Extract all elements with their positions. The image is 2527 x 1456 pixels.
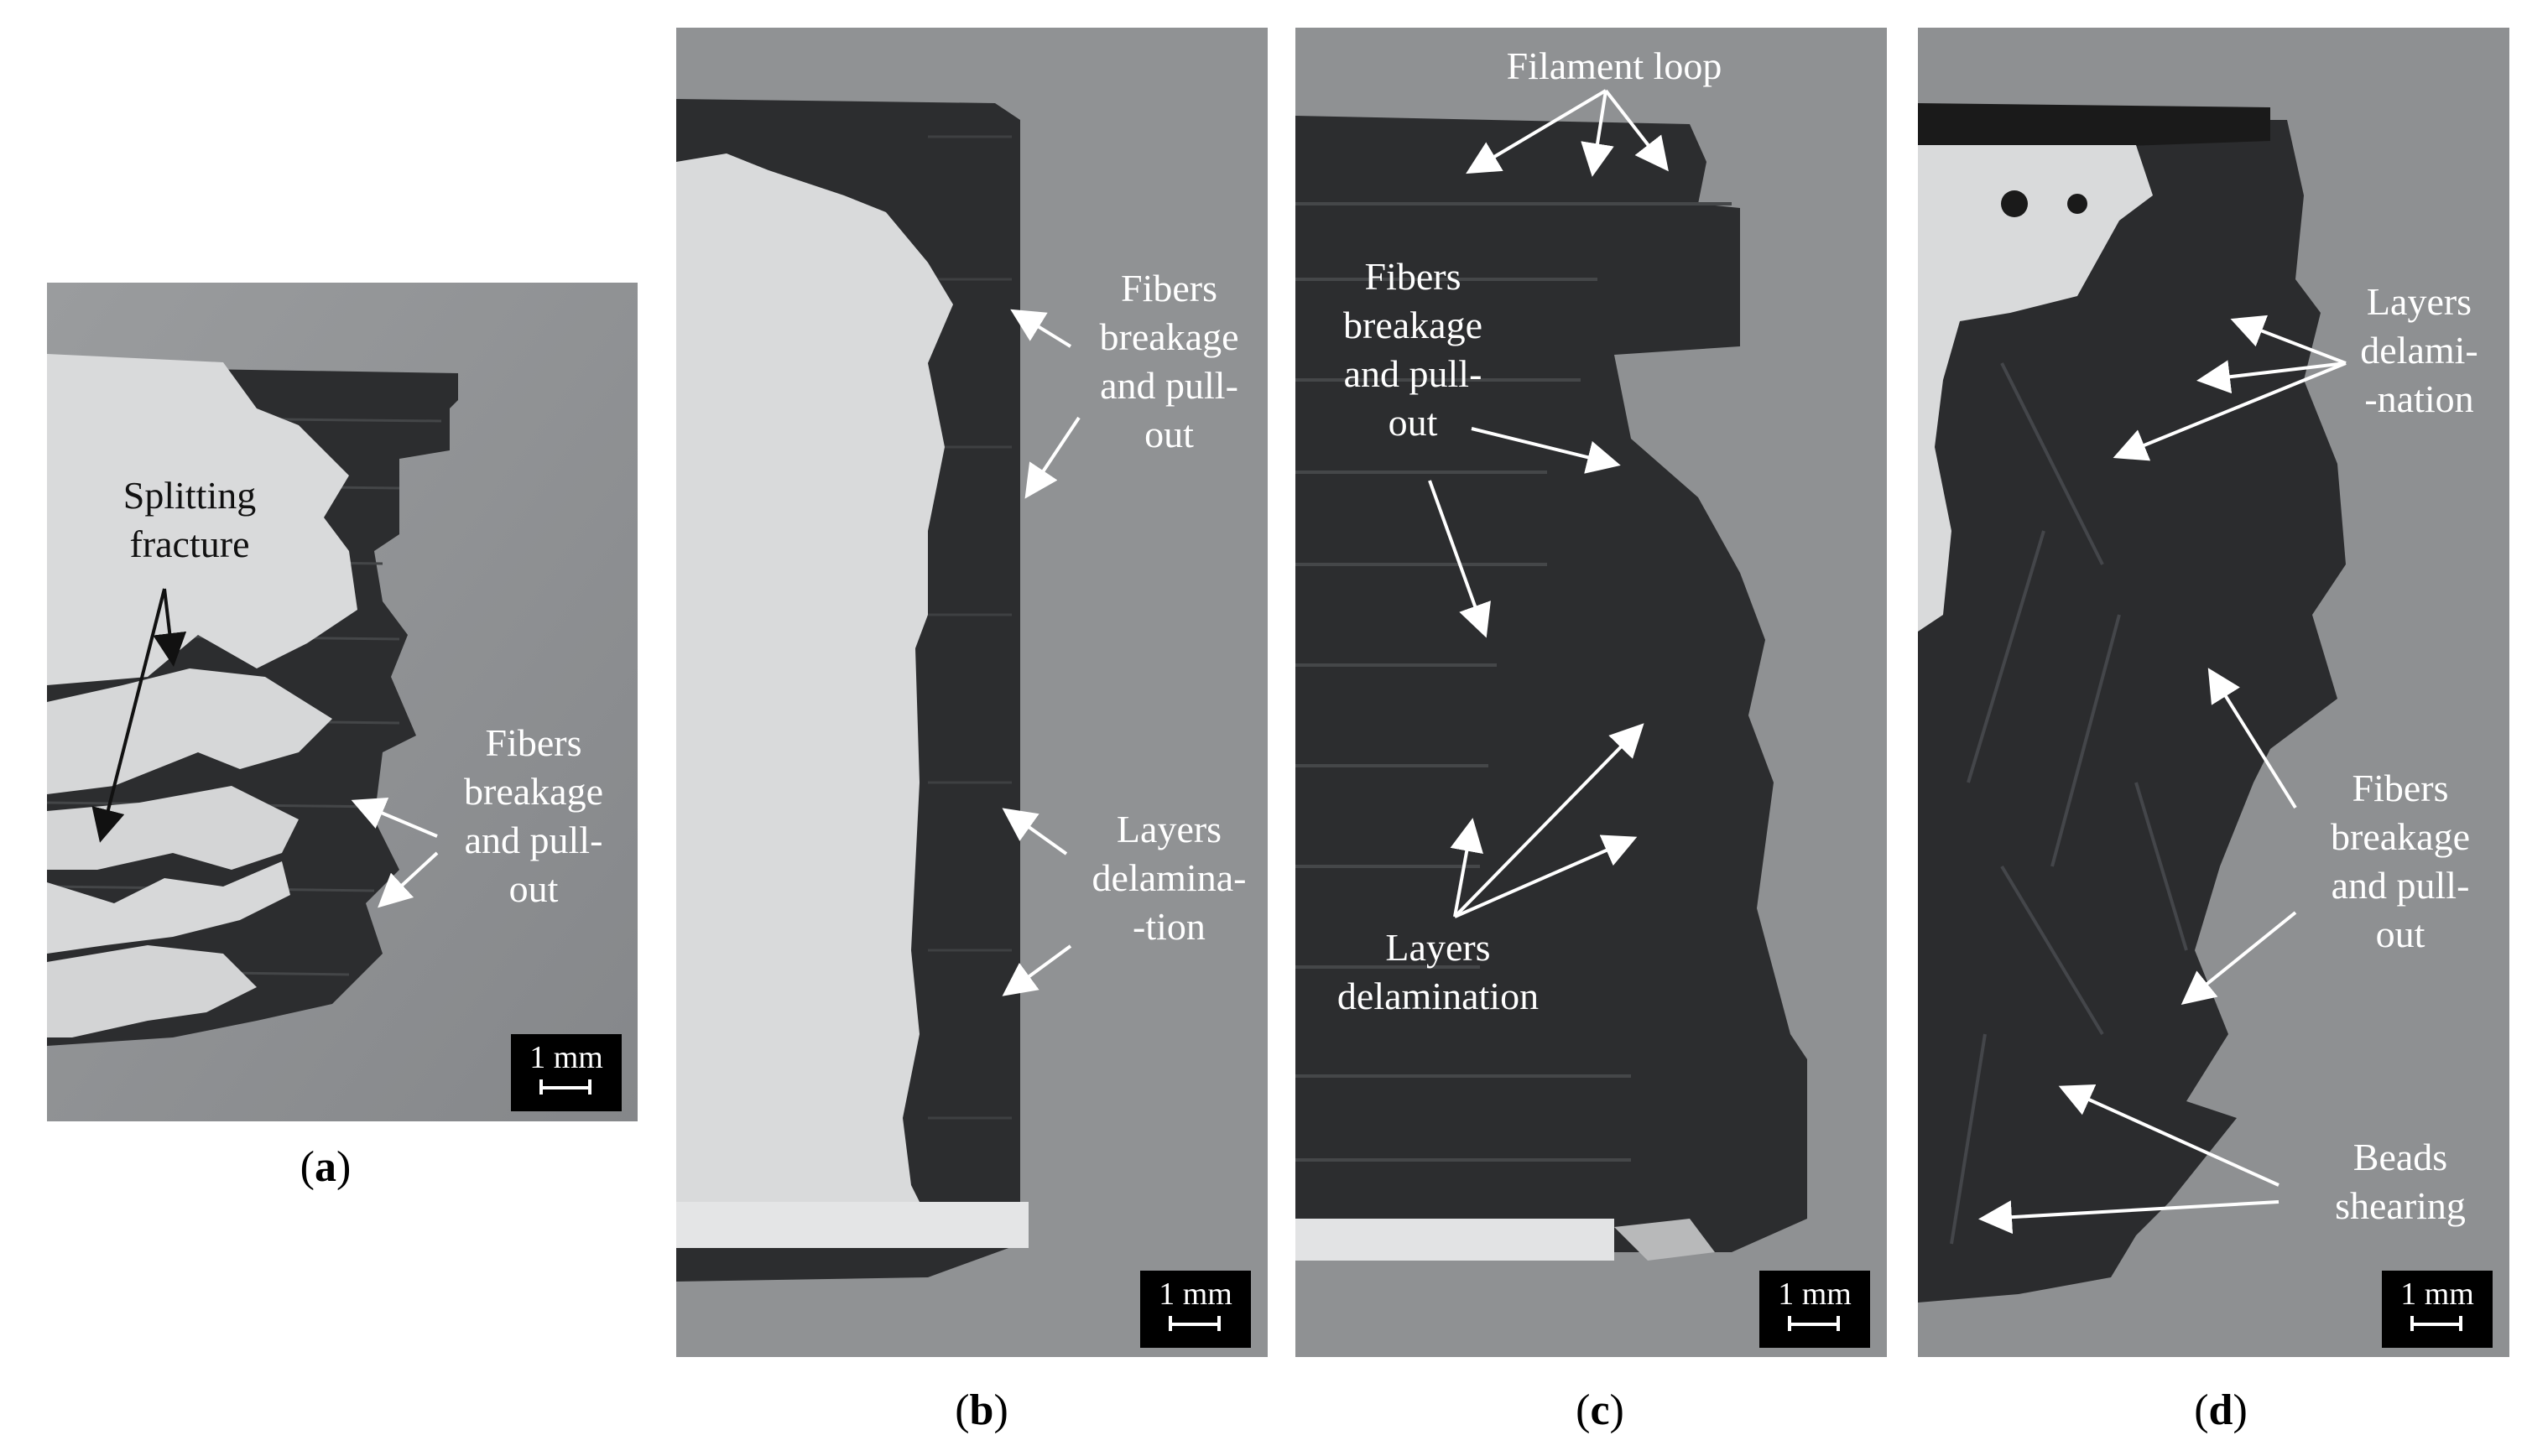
scale-bar-label: 1 mm — [529, 1040, 603, 1075]
caption-d: (d) — [2194, 1386, 2248, 1434]
label-layers-delamination-d: Layers delami- -nation — [2360, 280, 2478, 420]
scale-bar-b: 1 mm — [1140, 1271, 1251, 1348]
scale-bar-line — [2410, 1316, 2462, 1331]
panel-d-image: Layers delami- -nation Fibers breakage a… — [1918, 28, 2509, 1357]
label-splitting-fracture: Splitting fracture — [122, 474, 257, 565]
scale-bar-label: 1 mm — [2400, 1277, 2474, 1312]
caption-c: (c) — [1576, 1386, 1624, 1434]
scale-bar-a: 1 mm — [511, 1034, 622, 1111]
label-fibers-breakage-d: Fibers breakage and pull- out — [2331, 767, 2470, 955]
label-layers-delamination-b: Layers delamina- -tion — [1092, 808, 1247, 948]
panel-b-specimen — [676, 28, 1268, 1357]
caption-b: (b) — [955, 1386, 1008, 1434]
panel-a-specimen — [47, 283, 638, 1121]
panel-b-image: Fibers breakage and pull- out Layers del… — [676, 28, 1268, 1357]
scale-bar-line — [1788, 1316, 1840, 1331]
label-fibers-breakage-b: Fibers breakage and pull- out — [1099, 267, 1239, 455]
scale-bar-label: 1 mm — [1778, 1277, 1852, 1312]
scale-bar-label: 1 mm — [1159, 1277, 1232, 1312]
scale-bar-c: 1 mm — [1759, 1271, 1870, 1348]
panel-c-specimen — [1295, 28, 1887, 1357]
label-beads-shearing: Beads shearing — [2335, 1136, 2466, 1227]
label-fibers-breakage-a: Fibers breakage and pull- out — [464, 721, 603, 910]
caption-a: (a) — [300, 1143, 352, 1191]
scale-bar-d: 1 mm — [2382, 1271, 2493, 1348]
scale-bar-line — [1169, 1316, 1221, 1331]
panel-c-image: Filament loop Fibers breakage and pull- … — [1295, 28, 1887, 1357]
scale-bar-line — [539, 1079, 591, 1095]
label-filament-loop: Filament loop — [1506, 44, 1722, 87]
label-fibers-breakage-c: Fibers breakage and pull- out — [1343, 255, 1482, 444]
panel-a-image: Splitting fracture Fibers breakage and p… — [47, 283, 638, 1121]
label-layers-delamination-c: Layers delamination — [1336, 926, 1540, 1017]
